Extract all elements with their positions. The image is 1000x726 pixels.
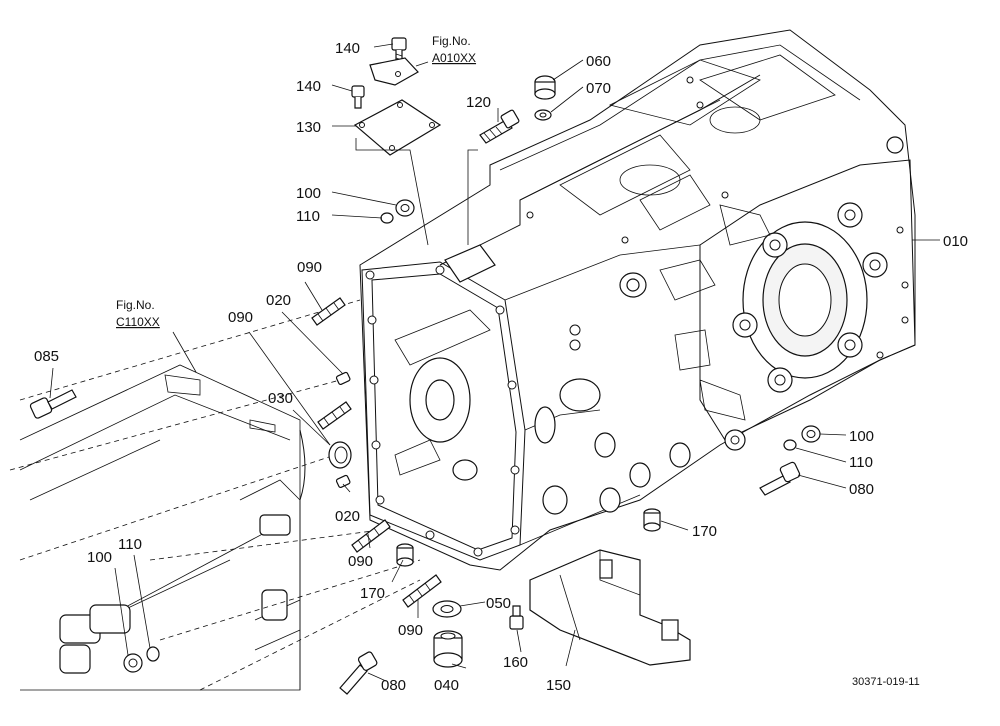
callout-090-top: 090 — [297, 259, 322, 276]
callout-160: 160 — [503, 654, 528, 671]
leader-lines — [49, 43, 940, 682]
callout-130: 130 — [296, 119, 321, 136]
pin-020-bottom — [335, 474, 351, 489]
figure-ref-c110xx: Fig.No. C110XX — [116, 298, 160, 329]
bolt-120 — [479, 109, 520, 144]
callout-140-top: 140 — [335, 40, 360, 57]
callout-030: 030 — [268, 390, 293, 407]
nut-100-top — [395, 199, 415, 217]
stud-090-d — [402, 574, 442, 608]
stud-090-a — [311, 297, 346, 326]
figure-ref-c110xx-code: C110XX — [116, 315, 160, 329]
callout-100-lower-left: 100 — [87, 549, 112, 566]
washer-050 — [432, 600, 462, 618]
callout-080-right: 080 — [849, 481, 874, 498]
drawing-reference-number: 30371-019-11 — [852, 676, 920, 688]
washer-110-lower-left — [146, 646, 160, 662]
callout-100-top: 100 — [296, 185, 321, 202]
plug-060 — [534, 75, 556, 100]
callout-040: 040 — [434, 677, 459, 694]
callout-110-right: 110 — [849, 454, 873, 471]
washer-110-right — [783, 439, 797, 451]
callout-010: 010 — [943, 233, 968, 250]
pin-020-top — [335, 371, 351, 386]
figure-ref-a010xx-prefix: Fig.No. — [432, 34, 471, 48]
callout-090-lower: 090 — [348, 553, 373, 570]
figure-ref-c110xx-prefix: Fig.No. — [116, 298, 155, 312]
callout-060: 060 — [586, 53, 611, 70]
bracket-plate — [369, 57, 419, 86]
callout-labels: 140 140 130 100 110 090 020 090 030 020 … — [34, 40, 968, 694]
bolt-085 — [29, 389, 77, 419]
callout-085: 085 — [34, 348, 59, 365]
callout-110-lower-left: 110 — [118, 536, 142, 553]
plug-170-left — [396, 543, 414, 567]
callout-100-right: 100 — [849, 428, 874, 445]
guard-150 — [529, 549, 691, 666]
callout-170-right: 170 — [692, 523, 717, 540]
figure-ref-a010xx-code: A010XX — [432, 51, 476, 65]
oil-seal-030 — [328, 441, 352, 469]
bolt-080-bottom — [339, 651, 378, 695]
callout-170-left: 170 — [360, 585, 385, 602]
callout-080-bottom: 080 — [381, 677, 406, 694]
transmission-case — [359, 29, 916, 571]
plug-170-right — [643, 508, 661, 532]
callout-070: 070 — [586, 80, 611, 97]
callout-110-top: 110 — [296, 208, 320, 225]
figure-ref-a010xx: Fig.No. A010XX — [432, 34, 476, 65]
cover-plate-130 — [353, 99, 442, 156]
callout-150: 150 — [546, 677, 571, 694]
bolt-160 — [509, 605, 524, 630]
callout-090-mid: 090 — [228, 309, 253, 326]
callout-020-bottom: 020 — [335, 508, 360, 525]
callout-050: 050 — [486, 595, 511, 612]
callout-020-top: 020 — [266, 292, 291, 309]
callout-140-left: 140 — [296, 78, 321, 95]
stud-090-b — [317, 401, 352, 430]
bolt-080-right — [759, 461, 801, 496]
callout-090-bottom: 090 — [398, 622, 423, 639]
drain-plug-040 — [433, 630, 463, 668]
callout-120: 120 — [466, 94, 491, 111]
washer-110-top — [380, 212, 394, 224]
adjacent-housing-c110xx — [9, 299, 421, 691]
bolt-140-left — [351, 85, 365, 109]
